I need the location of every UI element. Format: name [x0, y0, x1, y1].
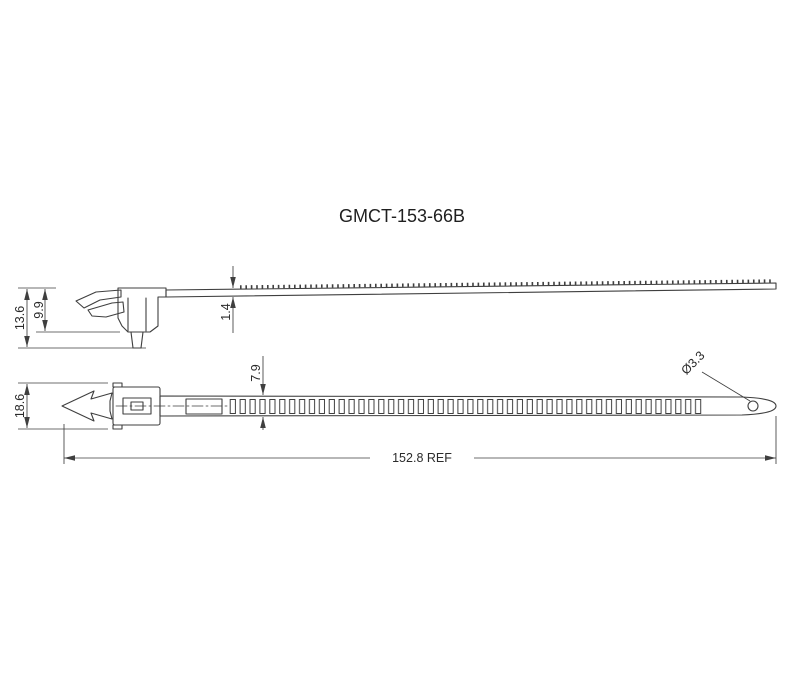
- top-view-head-wing-bottom: [112, 424, 123, 430]
- hole-leader-line: [701, 371, 751, 402]
- dimension-text-overall-length: 152.8 REF: [392, 451, 452, 465]
- top-view-strap-teeth: [228, 399, 704, 414]
- top-view: [61, 382, 777, 430]
- top-view-tip-hole: [747, 400, 759, 412]
- top-view-strap-outline: [159, 395, 777, 417]
- side-view-dimensions: 13.6 9.9 1.4: [13, 266, 236, 349]
- side-view: [75, 279, 777, 349]
- side-view-release-lever-upper: [75, 289, 122, 309]
- top-view-fir-tree-mount: [61, 390, 113, 422]
- dimension-text-head-height: 9.9: [32, 301, 46, 318]
- dimension-text-strap-width: 7.9: [249, 364, 263, 381]
- top-view-head-wing-top: [112, 382, 123, 388]
- dimension-text-overall-height: 13.6: [13, 306, 27, 330]
- side-view-release-lever-lower: [87, 301, 125, 318]
- side-view-fin: [130, 331, 144, 349]
- dimension-text-background: [370, 450, 474, 465]
- dimension-text-mount-width: 18.6: [13, 394, 27, 418]
- top-view-strap-window: [185, 398, 223, 415]
- dimension-text-strap-thickness: 1.4: [219, 303, 233, 320]
- side-view-head-outline: [117, 287, 167, 333]
- side-view-strap-outline: [165, 282, 777, 298]
- part-number-title: GMCT-153-66B: [339, 206, 465, 226]
